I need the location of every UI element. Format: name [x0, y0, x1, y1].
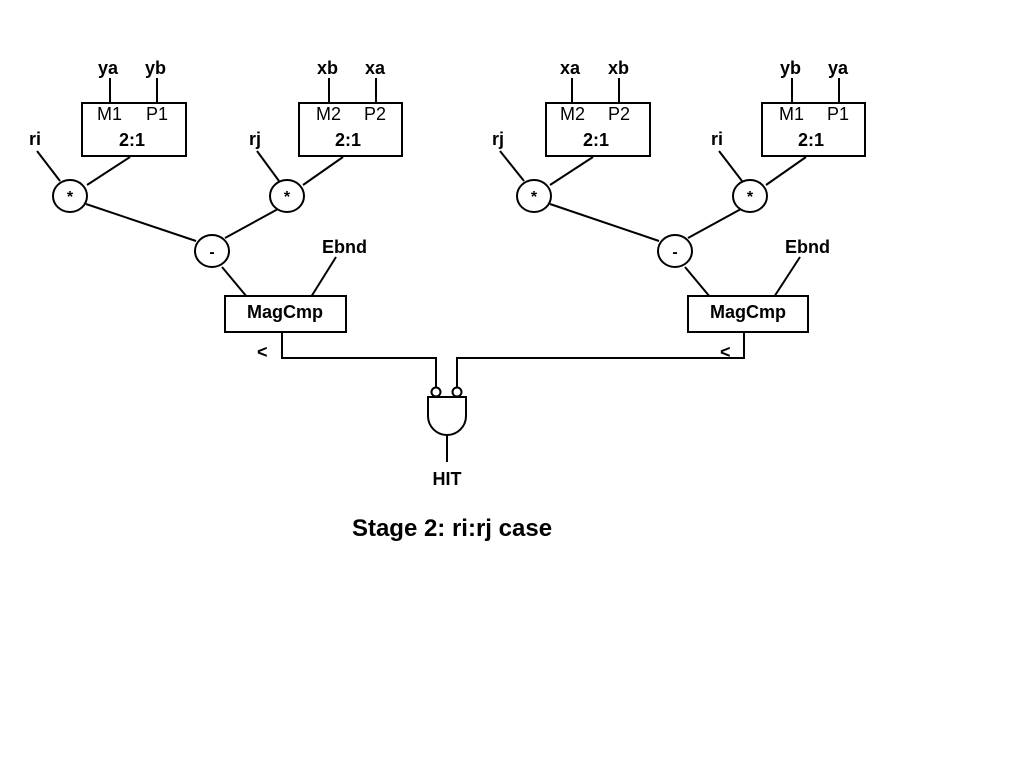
- right-magcmp-box: [687, 295, 809, 333]
- right-mux1-input-a: xa: [560, 58, 581, 78]
- left-multiplier-1-op: *: [67, 189, 74, 206]
- right-mux1-label: 2:1: [583, 130, 609, 150]
- right-subtractor-op: -: [672, 244, 677, 261]
- left-subtractor: [194, 234, 230, 268]
- right-mux2-port-m: M1: [779, 104, 804, 124]
- left-mux2-input-a: xb: [317, 58, 338, 78]
- left-magcmp-box: [224, 295, 347, 333]
- right-mul2-input: ri: [711, 129, 723, 149]
- right-mux1-box: [545, 102, 651, 157]
- left-datapath: ya yb M1 P1 2:1 xb xa M2 P2 2:1 ri rj * …: [29, 58, 437, 387]
- left-mux2-box: [298, 102, 403, 157]
- right-datapath: xa xb M2 P2 2:1 yb ya M1 P1 2:1 rj ri * …: [456, 58, 866, 387]
- left-magcmp-label: MagCmp: [247, 302, 323, 322]
- left-mux1-label: 2:1: [119, 130, 145, 150]
- right-mul1-input: rj: [492, 129, 504, 149]
- right-multiplier-2: [732, 179, 768, 213]
- left-lt-label: <: [257, 342, 268, 362]
- right-mux2-port-p: P1: [827, 104, 849, 124]
- right-mux2-box: [761, 102, 866, 157]
- left-mul1-input: ri: [29, 129, 41, 149]
- left-multiplier-2-op: *: [284, 189, 291, 206]
- right-multiplier-1-op: *: [531, 189, 538, 206]
- left-multiplier-1: [52, 179, 88, 213]
- left-mux1-box: [81, 102, 187, 157]
- right-subtractor: [657, 234, 693, 268]
- right-lt-label: <: [720, 342, 731, 362]
- right-multiplier-1: [516, 179, 552, 213]
- left-mux2-label: 2:1: [335, 130, 361, 150]
- diagram-caption: Stage 2: ri:rj case: [352, 515, 552, 542]
- right-mux1-input-b: xb: [608, 58, 629, 78]
- right-magcmp-label: MagCmp: [710, 302, 786, 322]
- left-mux1-input-b: yb: [145, 58, 166, 78]
- left-mux2-input-b: xa: [365, 58, 386, 78]
- inversion-bubble-left: [430, 386, 442, 398]
- left-ebnd-label: Ebnd: [322, 237, 367, 257]
- left-mux1-port-p: P1: [146, 104, 168, 124]
- left-mux1-input-a: ya: [98, 58, 119, 78]
- left-mux1-port-m: M1: [97, 104, 122, 124]
- right-mux1-port-p: P2: [608, 104, 630, 124]
- left-mux2-port-p: P2: [364, 104, 386, 124]
- right-mux1-port-m: M2: [560, 104, 585, 124]
- right-mux2-label: 2:1: [798, 130, 824, 150]
- inversion-bubble-right: [451, 386, 463, 398]
- right-mux2-input-b: ya: [828, 58, 849, 78]
- left-mux2-port-m: M2: [316, 104, 341, 124]
- and-gate-inverted-inputs: [427, 386, 467, 462]
- output-label: HIT: [433, 469, 462, 489]
- left-multiplier-2: [269, 179, 305, 213]
- right-mux2-input-a: yb: [780, 58, 801, 78]
- left-subtractor-op: -: [209, 244, 214, 261]
- right-ebnd-label: Ebnd: [785, 237, 830, 257]
- gate-body: [427, 396, 467, 436]
- left-mul2-input: rj: [249, 129, 261, 149]
- right-multiplier-2-op: *: [747, 189, 754, 206]
